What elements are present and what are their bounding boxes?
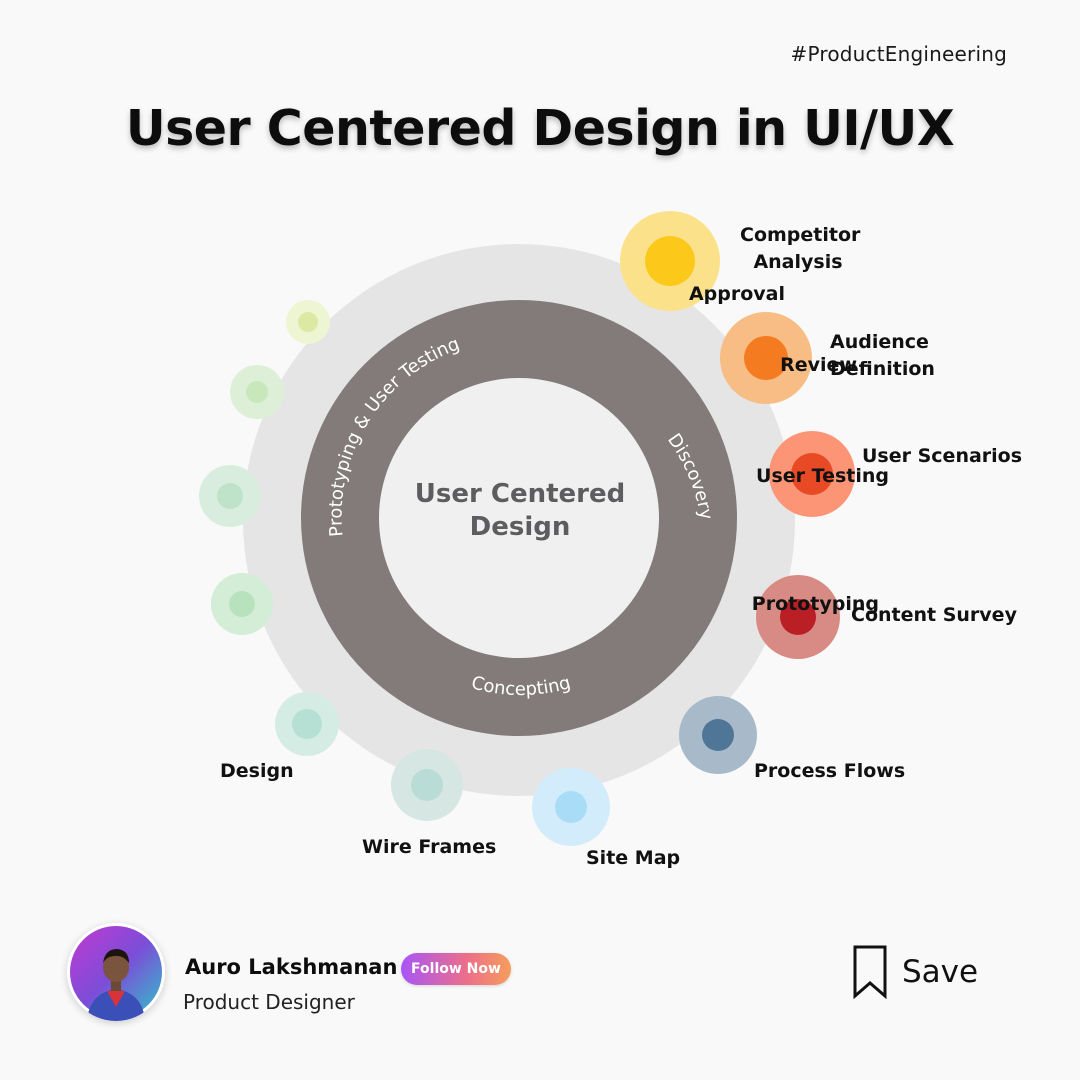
avatar-photo-icon [70, 926, 162, 1021]
stage-node [769, 431, 855, 517]
center-disc [379, 378, 659, 658]
avatar[interactable] [67, 923, 165, 1021]
stage-node [756, 575, 840, 659]
stage-label: User Testing [756, 465, 889, 487]
stage-node-inner [780, 599, 816, 635]
stage-label: User Scenarios [862, 445, 1023, 467]
stage-node [720, 312, 812, 404]
author-name: Auro Lakshmanan [185, 955, 398, 979]
stage-node [230, 365, 284, 419]
author-role: Product Designer [183, 990, 355, 1014]
stage-node [620, 211, 720, 311]
stage-node-inner [411, 769, 443, 801]
stage-node-inner [645, 236, 695, 286]
hashtag: #ProductEngineering [790, 42, 1007, 66]
stage-node-inner [246, 381, 268, 403]
stage-node-inner [217, 483, 243, 509]
stage-label: Site Map [586, 847, 681, 869]
save-label: Save [902, 954, 979, 990]
stage-node [211, 573, 273, 635]
save-button[interactable]: Save [852, 944, 978, 1000]
bookmark-icon [853, 945, 887, 1000]
stage-label: Review [780, 354, 857, 376]
stage-node-inner [292, 709, 322, 739]
stage-label: Approval [688, 283, 785, 305]
stage-node-inner [555, 791, 587, 823]
stage-node-inner [791, 453, 833, 495]
center-title-line1: User Centered [415, 479, 625, 509]
stage-node [199, 465, 261, 527]
stage-nodes [199, 211, 855, 846]
stage-node-inner [229, 591, 255, 617]
stage-label: Wire Frames [362, 836, 497, 858]
stage-label: Design [220, 760, 294, 782]
stage-node-inner [744, 336, 788, 380]
stage-node [286, 300, 330, 344]
page-title: User Centered Design in UI/UX [125, 100, 955, 157]
stage-label: Content Survey [851, 604, 1017, 626]
center-title-line2: Design [470, 512, 571, 542]
follow-button[interactable]: Follow Now [401, 953, 511, 985]
stage-node [391, 749, 463, 821]
stage-node [532, 768, 610, 846]
stage-label: Process Flows [754, 760, 906, 782]
stage-node-inner [298, 312, 318, 332]
stage-label: Prototyping [751, 593, 879, 615]
stage-node [679, 696, 757, 774]
stage-node-inner [702, 719, 734, 751]
stage-node [275, 692, 339, 756]
